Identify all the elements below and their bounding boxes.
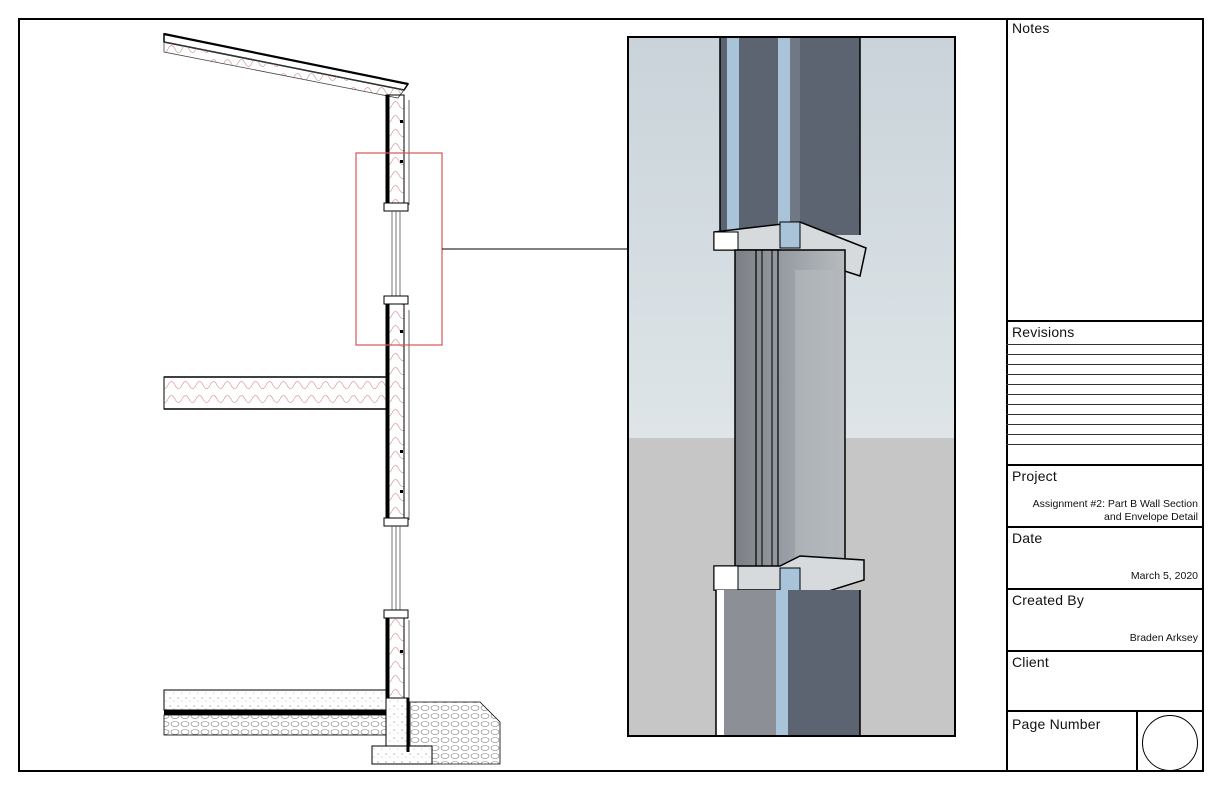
page-number-section: Page Number <box>1006 710 1202 772</box>
created-by-label: Created By <box>1012 592 1085 608</box>
envelope-detail-render <box>627 36 956 737</box>
created-by-section: Created By Braden Arksey <box>1006 588 1202 650</box>
date-section: Date March 5, 2020 <box>1006 526 1202 588</box>
created-by-value: Braden Arksey <box>1129 632 1198 644</box>
wall-section-drawing <box>163 32 501 765</box>
page-number-circle <box>1142 715 1198 771</box>
notes-section: Notes <box>1006 18 1202 320</box>
project-label: Project <box>1012 468 1057 484</box>
page-number-divider <box>1136 712 1138 772</box>
foundation-assembly <box>163 689 501 765</box>
project-value: Assignment #2: Part B Wall Section and E… <box>1033 498 1198 524</box>
middle-wall-segment <box>385 303 410 521</box>
revision-lines <box>1006 344 1202 454</box>
floor-assembly <box>163 376 387 410</box>
client-label: Client <box>1012 654 1049 670</box>
sheet-frame <box>18 18 1204 772</box>
date-label: Date <box>1012 530 1043 546</box>
revisions-label: Revisions <box>1012 324 1075 340</box>
date-value: March 5, 2020 <box>1130 570 1198 582</box>
title-block: Notes Revisions Project Assignment #2: P… <box>1006 18 1204 772</box>
upper-window-section <box>383 202 409 305</box>
page-number-label: Page Number <box>1012 716 1101 732</box>
lower-wall-segment <box>385 617 410 699</box>
project-value-line2: and Envelope Detail <box>1104 511 1198 523</box>
project-value-line1: Assignment #2: Part B Wall Section <box>1032 498 1198 510</box>
notes-label: Notes <box>1012 20 1050 36</box>
project-section: Project Assignment #2: Part B Wall Secti… <box>1006 464 1202 526</box>
roof-assembly <box>163 32 410 99</box>
upper-wall-segment <box>385 94 410 206</box>
lower-window-section <box>383 517 409 619</box>
revisions-section: Revisions <box>1006 320 1202 464</box>
client-section: Client <box>1006 650 1202 710</box>
